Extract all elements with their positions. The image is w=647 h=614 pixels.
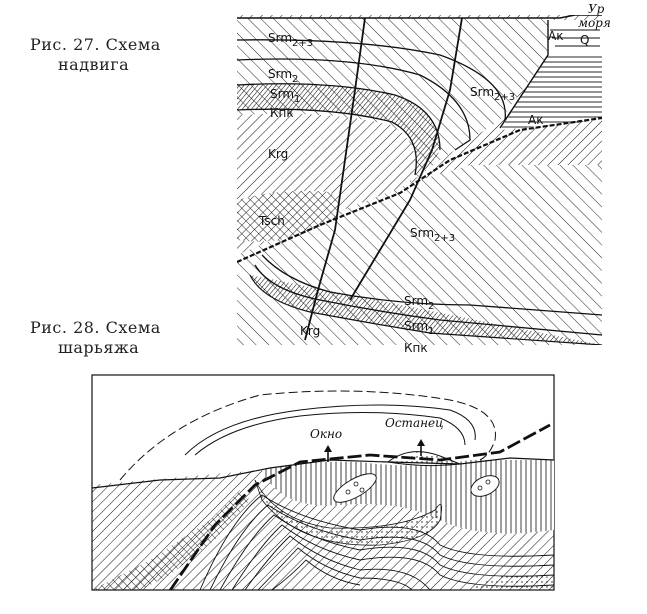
bottom-right-dots — [470, 574, 554, 590]
label-ak-top: Ак — [548, 29, 563, 43]
coast-profile — [499, 20, 549, 129]
label-srm23-lower: Srm2+3 — [410, 226, 455, 244]
figure-27-labels: Ур моря Ак Q Srm2+3 Srm2 Srm1 Кпк Krg Sr… — [258, 2, 611, 355]
label-krg-upper: Krg — [268, 147, 288, 161]
label-q: Q — [580, 33, 589, 47]
dotted-band — [254, 479, 443, 546]
figure-28-diagram: Окно Останец — [91, 374, 555, 591]
fault-line-1 — [304, 17, 366, 341]
land-surface — [237, 15, 602, 19]
figure-28-caption-line2: шарьяжа — [58, 338, 140, 357]
eroded-nappe-mid — [184, 404, 476, 456]
label-knk-left: Кпк — [270, 106, 294, 120]
srm2-boundary — [237, 58, 471, 151]
srm1-boundary-bottom — [237, 108, 417, 176]
srm23-boundary — [237, 39, 506, 121]
pebble-lens-1 — [333, 473, 377, 503]
label-srm1-lower: Srm1 — [404, 319, 434, 337]
ak-hatch — [500, 55, 602, 130]
label-srm23-right: Srm2+3 — [470, 85, 515, 103]
srm1-lower-band — [249, 274, 602, 345]
label-srm2-left: Srm2 — [268, 67, 298, 85]
figure-27-caption-line2: надвига — [58, 55, 130, 74]
srm1-band — [237, 83, 440, 175]
ak-top-lines — [550, 29, 600, 47]
figure-27-caption-line1: Рис. 27. Схема — [30, 35, 161, 54]
label-sea-level-2: моря — [578, 16, 611, 30]
figure-28-caption: Рис. 28. Схема шарьяжа — [30, 318, 161, 358]
figure-27-diagram — [237, 15, 602, 345]
figure-27-caption: Рис. 27. Схема надвига — [30, 35, 161, 75]
srm1-boundary-top — [237, 83, 441, 151]
window-arrowhead — [324, 445, 332, 452]
krg-upper-hatch — [237, 113, 416, 192]
label-sea-level-1: Ур — [588, 2, 605, 16]
overthrust-plane — [168, 423, 551, 590]
label-srm1-left: Srm1 — [270, 87, 300, 105]
label-ak-right: Ак — [528, 113, 543, 127]
fault-line-2 — [349, 17, 463, 301]
pebble-lens-2 — [470, 475, 500, 497]
label-outlier: Останец — [385, 416, 443, 430]
label-krg-lower: Krg — [300, 324, 320, 338]
eroded-nappe-inner — [194, 411, 466, 456]
label-tsch: Tsch — [258, 214, 285, 228]
eroded-nappe-outer — [119, 390, 496, 481]
tsch-hatch — [237, 191, 339, 242]
outlier-arrowhead — [417, 439, 425, 446]
label-knk-lower: Кпк — [404, 341, 428, 355]
label-window: Окно — [310, 427, 342, 441]
label-srm23-top: Srm2+3 — [268, 31, 313, 49]
figure-28-caption-line1: Рис. 28. Схема — [30, 318, 161, 337]
label-srm2-lower: Srm2 — [404, 294, 434, 312]
lower-wedge — [92, 490, 250, 590]
thrust-plane — [237, 116, 602, 264]
